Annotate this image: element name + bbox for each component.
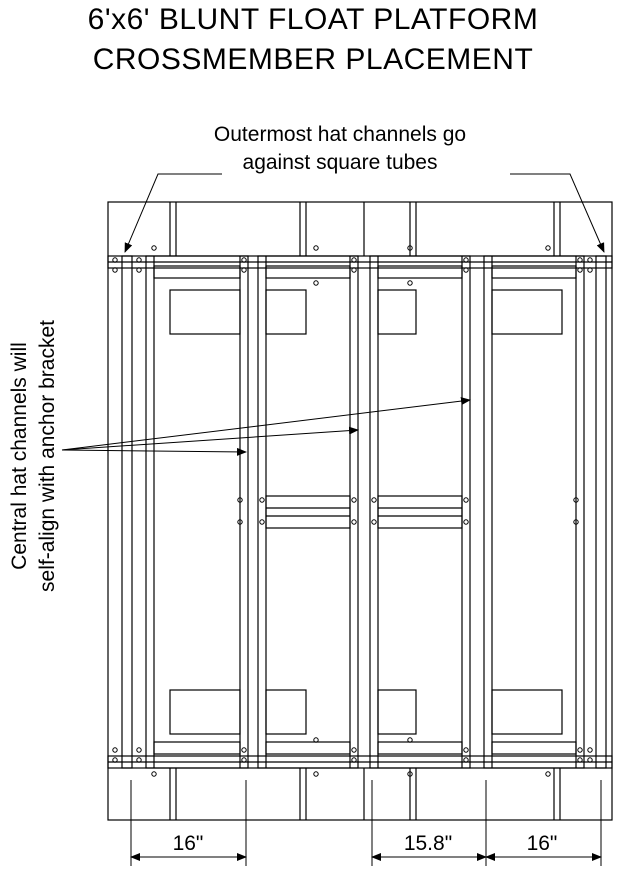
- central-leader-3: [61, 397, 471, 451]
- outer-leader-right: [510, 173, 605, 253]
- central-leader-1: [61, 447, 247, 456]
- outer-hat-channel-left: [121, 255, 133, 769]
- drawing-title-line-1: 6'x6' BLUNT FLOAT PLATFORM: [87, 3, 539, 36]
- dimension-middle: 15.8": [403, 832, 453, 855]
- dimension-left: 16": [172, 832, 204, 855]
- float-cell-3: [369, 255, 471, 769]
- outer-leader-left: [124, 173, 222, 253]
- outer-note-line-1: Outermost hat channels go: [213, 123, 467, 146]
- outer-hat-channel-right: [595, 255, 607, 769]
- outer-note-line-2: against square tubes: [242, 151, 438, 174]
- central-leader-2: [61, 426, 359, 451]
- leader-lines: [61, 173, 605, 456]
- top-stubs: [169, 202, 561, 256]
- bolt-holes: [112, 245, 593, 777]
- platform-outline: [107, 201, 613, 821]
- float-cell-1: [145, 255, 249, 769]
- dimension-right: 16": [526, 832, 558, 855]
- bottom-stubs: [169, 768, 561, 820]
- float-cell-2: [257, 255, 359, 769]
- dimension-lines: [130, 780, 602, 866]
- float-cell-4: [483, 255, 585, 769]
- drawing-title-line-2: CROSSMEMBER PLACEMENT: [92, 43, 534, 76]
